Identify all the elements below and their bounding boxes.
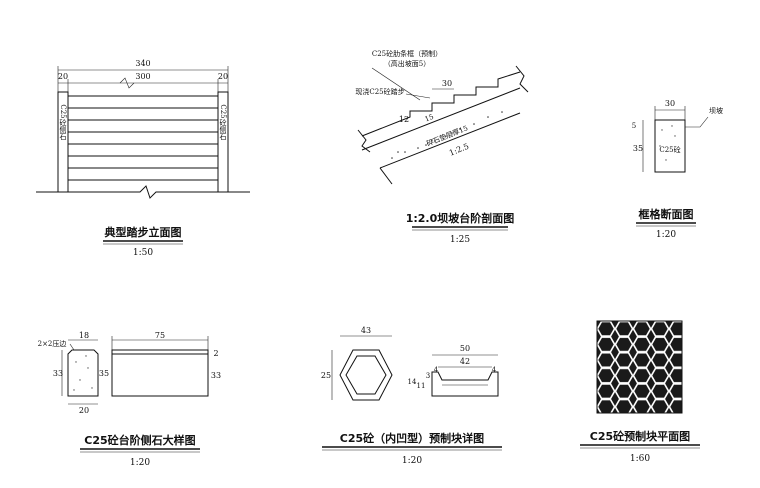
frame-dim-5: 5 bbox=[632, 122, 636, 130]
dim-12: 12 bbox=[399, 115, 409, 124]
dim-left: 20 bbox=[58, 72, 68, 81]
label-strip2: （高出坡面5） bbox=[384, 59, 430, 68]
hex-dim-4b: 4 bbox=[492, 366, 497, 374]
curb-dim-2: 2 bbox=[213, 349, 218, 358]
curb-label-right: C25砼侧石 bbox=[219, 104, 227, 140]
dim-30: 30 bbox=[442, 79, 452, 88]
frame-dim-top: 30 bbox=[665, 99, 675, 108]
curb-dim-18: 18 bbox=[79, 331, 89, 340]
hex-dim-3: 3 bbox=[426, 372, 430, 380]
label-strip: C25砼肋条框（预制） bbox=[372, 49, 442, 58]
dim-total: 340 bbox=[135, 59, 150, 68]
hexblock-title: C25砼（内凹型）预制块详图 bbox=[340, 431, 484, 445]
curb-dim-20: 20 bbox=[79, 406, 89, 415]
hex-dim-25: 25 bbox=[321, 371, 331, 380]
elevation-scale: 1:50 bbox=[133, 248, 153, 258]
dim-right: 20 bbox=[218, 72, 228, 81]
dim-15: 15 bbox=[424, 113, 435, 124]
hex-dim-14: 14 bbox=[408, 378, 417, 386]
hex-dim-50: 50 bbox=[460, 344, 470, 353]
hex-dim-4a: 4 bbox=[434, 366, 439, 374]
curbstone-scale: 1:20 bbox=[130, 458, 150, 468]
plan-scale: 1:60 bbox=[630, 454, 650, 464]
elevation-drawing: 340 20 300 20 C25砼侧石 C25砼侧石 典型踏步立面图 bbox=[36, 59, 250, 258]
hexblock-scale: 1:20 bbox=[402, 456, 422, 466]
frame-title: 框格断面图 bbox=[639, 207, 694, 221]
curb-dim-33: 33 bbox=[53, 369, 63, 378]
curb-dim-35: 35 bbox=[99, 369, 109, 378]
section-title: 1:2.0坝坡台阶剖面图 bbox=[406, 211, 515, 225]
label-cast: 现浇C25砼踏步 bbox=[355, 87, 404, 96]
frame-slope-label: 坝坡 bbox=[709, 106, 723, 115]
plan-title: C25砼预制块平面图 bbox=[590, 429, 690, 443]
curb-label-left: C25砼侧石 bbox=[59, 104, 67, 140]
hex-dim-43: 43 bbox=[361, 326, 371, 335]
plan-drawing: C25砼预制块平面图 1:60 bbox=[580, 320, 700, 464]
section-drawing: C25砼肋条框（预制） （高出坡面5） 现浇C25砼踏步 30 12 15 碎石… bbox=[355, 49, 529, 245]
frame-scale: 1:20 bbox=[656, 230, 676, 240]
curb-dim-75: 75 bbox=[155, 331, 165, 340]
curb-dim-33b: 33 bbox=[211, 371, 221, 380]
frame-dim-side: 35 bbox=[633, 144, 643, 153]
hexblock-drawing: 43 25 50 42 4 4 14 11 3 C25砼（内凹型）预制块详图 1… bbox=[321, 326, 502, 466]
dim-mid: 300 bbox=[135, 72, 150, 81]
section-scale: 1:25 bbox=[450, 235, 470, 245]
hex-dim-42: 42 bbox=[460, 357, 470, 366]
curbstone-drawing: 2×2压边 18 33 20 75 35 2 33 C25砼台阶侧石大样图 1:… bbox=[38, 331, 221, 468]
curbstone-title: C25砼台阶侧石大样图 bbox=[84, 433, 195, 447]
hex-dim-11: 11 bbox=[417, 382, 426, 390]
gravel-hatch bbox=[391, 111, 503, 159]
slope-ratio: 1:2.5 bbox=[448, 142, 470, 158]
frame-material: C25砼 bbox=[659, 145, 680, 154]
frame-drawing: 30 C25砼 35 5 坝坡 框格断面图 1:20 bbox=[632, 99, 723, 240]
elevation-title: 典型踏步立面图 bbox=[105, 225, 182, 239]
label-chamfer: 2×2压边 bbox=[38, 339, 67, 348]
